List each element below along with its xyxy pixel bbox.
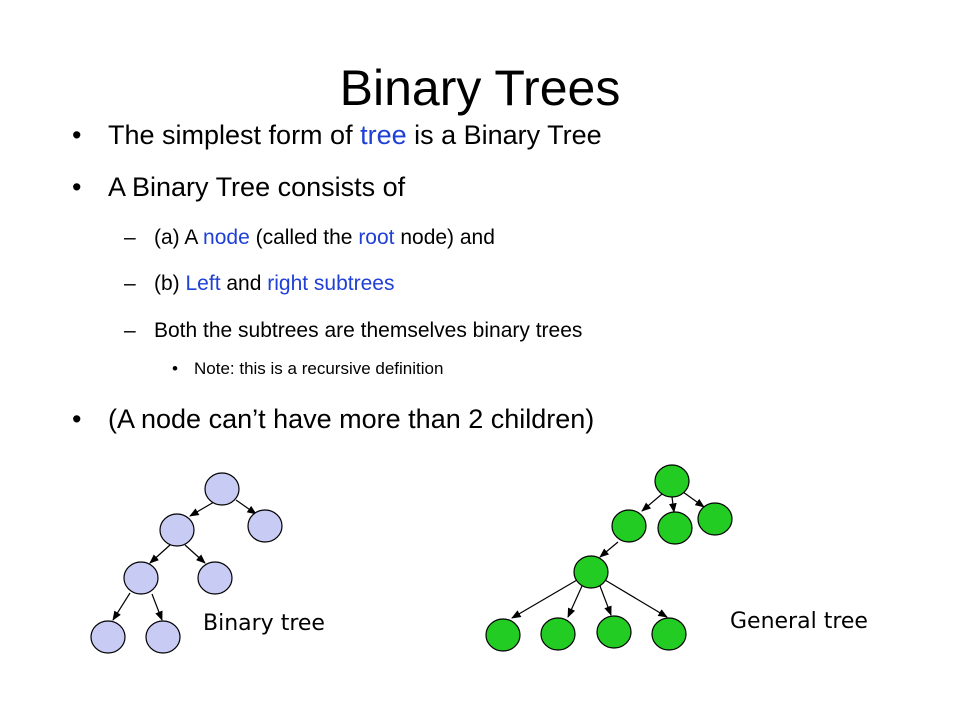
general-tree-nodes [485,464,733,652]
dash-marker: – [124,272,136,295]
edge [567,585,583,618]
highlight-right-subtrees: right subtrees [267,272,395,295]
edge [189,501,215,517]
edge [151,593,163,621]
general-tree-caption: General tree [730,609,868,634]
edge [599,585,612,616]
slide-title: Binary Trees [339,60,621,116]
tree-node [247,509,283,543]
tree-node [611,509,647,543]
bullet-list: • The simplest form of tree is a Binary … [72,118,602,434]
edge [112,592,131,621]
bullet-marker: • [172,359,178,378]
tree-node [540,617,576,651]
tree-node [697,502,733,536]
note-recursive-definition: Note: this is a recursive definition [194,359,444,378]
tree-node [651,617,687,651]
edge [669,496,677,513]
tree-node [159,513,195,547]
bullet-consists-of: A Binary Tree consists of [108,172,406,202]
edge [149,544,171,564]
sub-bullet-subtrees: (b) Left and right subtrees [154,270,394,298]
edge [604,579,668,618]
edge [511,579,578,619]
sub-bullet-root-node: (a) A node (called the root node) and [154,224,495,252]
tree-node [90,620,126,654]
tree-node [573,555,609,589]
dash-marker: – [124,319,136,342]
bullet-simplest-form: The simplest form of tree is a Binary Tr… [108,118,602,152]
bullet-text: is a Binary Tree [406,120,602,150]
sub-bullet-text: and [220,272,268,295]
binary-tree-caption: Binary tree [203,611,325,636]
general-tree-edges [511,491,705,619]
binary-tree-edges [112,499,257,621]
bullet-text: The simplest form of [108,120,361,150]
highlight-node: node [203,226,250,249]
highlight-left: Left [185,272,221,295]
tree-node [485,618,521,652]
edge [184,544,206,564]
tree-node [197,561,233,595]
tree-node [657,511,693,545]
edge [641,493,663,512]
bullet-max-children: (A node can’t have more than 2 children) [108,404,595,434]
highlight-tree: tree [360,120,407,150]
sub-bullet-text: (a) A [154,226,204,249]
bullet-marker: • [72,120,82,150]
tree-node-root [204,472,240,506]
tree-node [145,620,181,654]
dash-marker: – [124,226,136,249]
edge [235,499,257,515]
tree-node [596,615,632,649]
sub-bullet-binary-trees: Both the subtrees are themselves binary … [154,319,583,342]
tree-node [123,561,159,595]
bullet-marker: • [72,172,82,202]
sub-bullet-text: node) and [394,226,495,249]
highlight-root: root [358,226,395,249]
binary-tree-nodes [90,472,283,654]
sub-bullet-text: (called the [249,226,359,249]
edge [599,541,619,558]
edge [682,491,705,508]
tree-node-root [654,464,690,498]
bullet-marker: • [72,404,82,434]
sub-bullet-text: (b) [154,272,186,295]
